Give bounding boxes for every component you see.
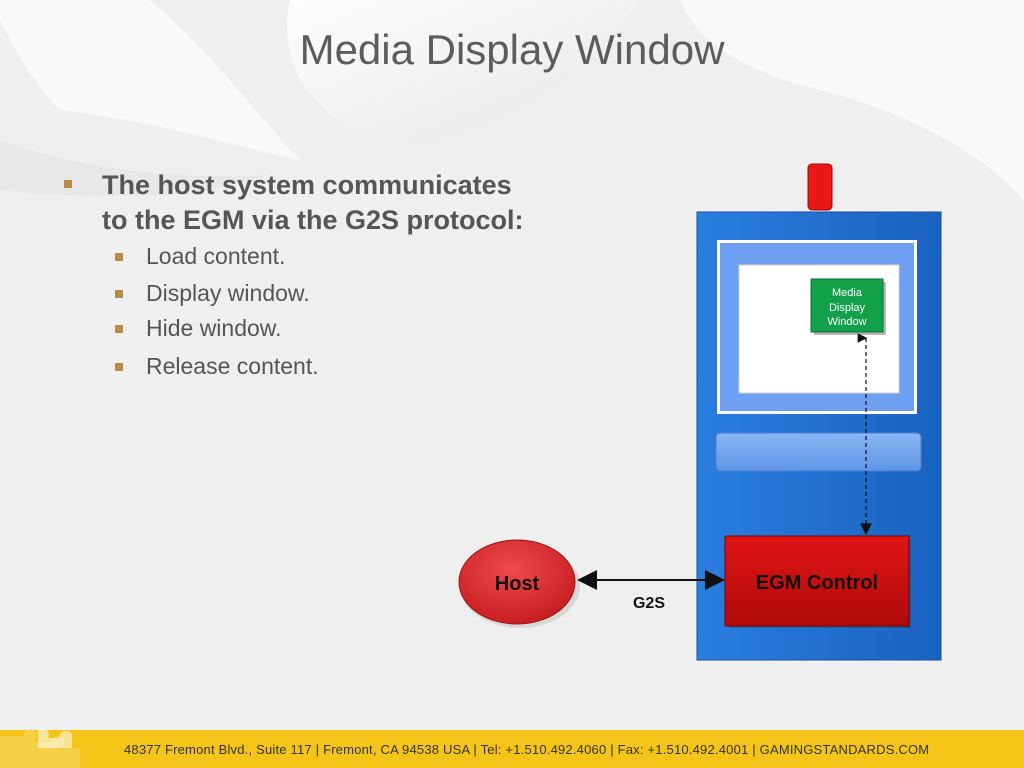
puzzle-logo-icon [0, 728, 80, 768]
media-window-label-line-2: Display [829, 302, 866, 314]
main-bullet-line-2: to the EGM via the G2S protocol: [102, 205, 524, 235]
sub-item-load-content: Load content. [146, 243, 286, 269]
bullet-marker [64, 180, 72, 188]
sub-item-display-window: Display window. [146, 280, 310, 306]
media-display-window-box [810, 278, 884, 333]
main-bullet-line-1: The host system communicates [102, 170, 512, 200]
sub-bullet-marker [115, 363, 123, 371]
sub-item-release-content: Release content. [146, 353, 319, 379]
egm-control-box [724, 535, 910, 627]
page-title: Media Display Window [299, 26, 725, 73]
egm-control-label: EGM Control [756, 572, 878, 594]
host-label: Host [495, 573, 540, 595]
footer-contact-text: 48377 Fremont Blvd., Suite 117 | Fremont… [124, 742, 930, 757]
media-window-label-line-1: Media [832, 287, 863, 299]
sub-bullet-marker [115, 253, 123, 261]
sub-bullet-marker [115, 325, 123, 333]
main-bullet: The host system communicates to the EGM … [102, 168, 562, 238]
candle-light [807, 163, 833, 211]
g2s-label: G2S [633, 595, 665, 612]
button-panel [715, 432, 922, 472]
sub-bullet-marker [115, 290, 123, 298]
footer-bar [0, 730, 1024, 768]
media-window-label-line-3: Window [827, 316, 866, 328]
sub-item-hide-window: Hide window. [146, 315, 282, 341]
host-node [458, 539, 576, 625]
